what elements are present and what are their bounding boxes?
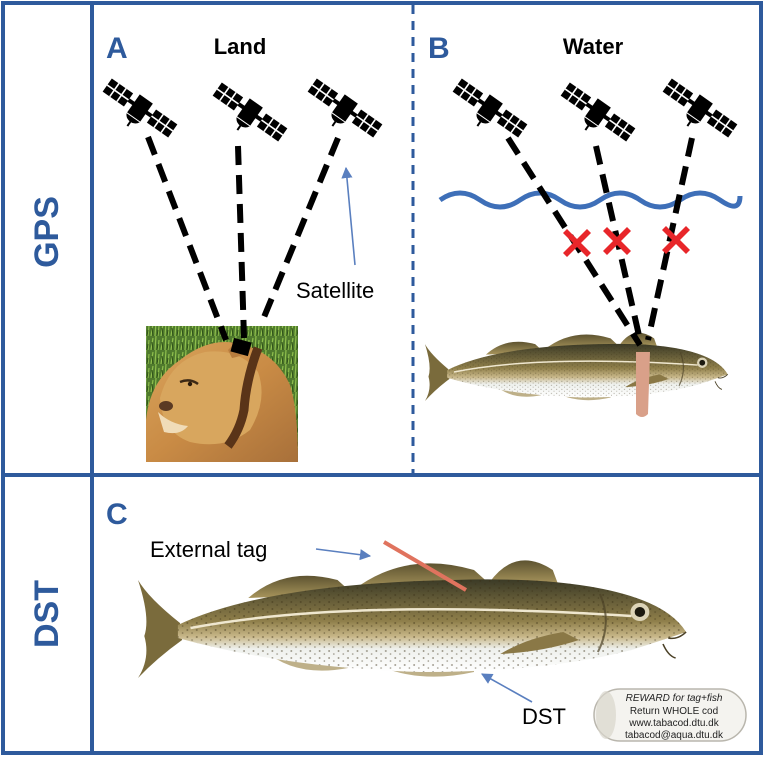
satellite-icon — [298, 75, 386, 150]
panel-a: A Land Satellite — [93, 32, 386, 462]
cross-icon — [563, 229, 591, 257]
cod-fish-illustration — [424, 332, 729, 402]
panel-letter-b: B — [428, 32, 450, 65]
row-label-gps: GPS — [28, 196, 66, 268]
dst-tag-device: REWARD for tag+fish Return WHOLE cod www… — [593, 688, 747, 742]
satellite-icon — [93, 75, 181, 150]
signal-lines — [505, 136, 695, 347]
satellite-icon — [203, 79, 291, 154]
satellite-label: Satellite — [296, 278, 374, 303]
tag-line: www.tabacod.dtu.dk — [628, 718, 719, 729]
arrow-icon — [315, 548, 372, 561]
row-label-dst: DST — [28, 580, 66, 648]
tag-line: REWARD for tag+fish — [626, 693, 723, 704]
tag-line: tabacod@aqua.dtu.dk — [625, 730, 724, 741]
signal-lines — [145, 135, 341, 342]
collar-marker — [230, 337, 252, 357]
external-tag-label: External tag — [150, 537, 267, 562]
lion-photo — [146, 326, 298, 462]
water-surface — [438, 190, 743, 210]
tag-line: Return WHOLE cod — [630, 706, 718, 717]
tag-band — [636, 352, 650, 417]
panel-letter-c: C — [106, 498, 128, 531]
satellite-icon — [551, 79, 639, 154]
panel-title-water: Water — [563, 34, 624, 59]
cod-fish-illustration — [136, 559, 688, 680]
satellite-icon — [443, 75, 531, 150]
cross-icon — [662, 226, 690, 254]
panel-c: C External tag DST REWARD for tag+fish R… — [106, 498, 747, 742]
panel-letter-a: A — [106, 32, 128, 65]
dst-label: DST — [522, 704, 566, 729]
panel-title-land: Land — [214, 34, 267, 59]
panel-b: B Water — [424, 32, 743, 417]
satellite-icon — [653, 75, 741, 150]
external-tag — [382, 540, 468, 592]
arrow-icon — [341, 166, 356, 266]
arrow-icon — [481, 673, 533, 703]
